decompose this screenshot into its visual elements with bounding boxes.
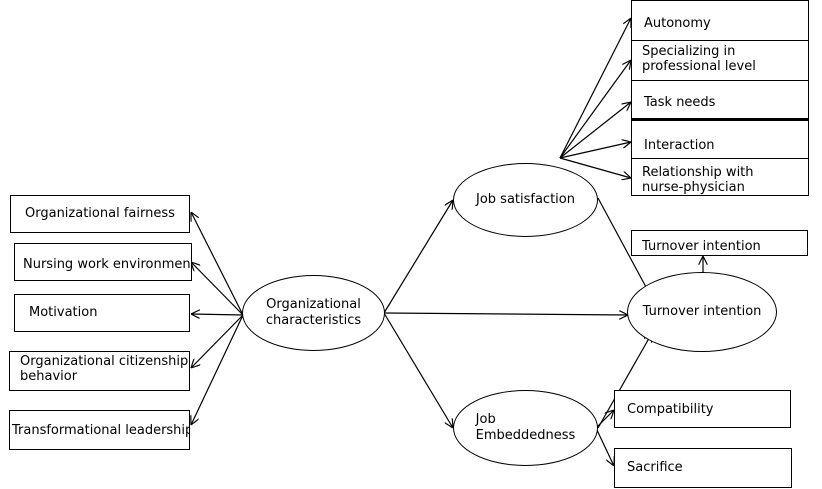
motivation-label: Motivation [29, 305, 98, 320]
edge-to-nursing-work-environment [191, 262, 244, 316]
turnover-intention-ellipse-label: Turnover intention [642, 304, 762, 319]
organizational-citizenship-behavior-label: Organizational citizenship behavior [20, 354, 189, 384]
specializing-label: Specializing in professional level [642, 44, 756, 74]
ellipse-turnover-intention: Turnover intention [627, 272, 777, 352]
sacrifice-label: Sacrifice [627, 460, 683, 475]
edge-to-transformational-leadership [191, 314, 244, 425]
box-transformational-leadership: Transformational leadership [9, 410, 190, 450]
autonomy-label: Autonomy [644, 16, 711, 31]
job-embeddedness-label: Job Embeddedness [475, 412, 576, 443]
box-motivation: Motivation [14, 294, 190, 332]
ellipse-organizational-characteristics: Organizational characteristics [242, 275, 385, 351]
edge-to-interaction [559, 142, 631, 159]
edge-to-compatibility [595, 410, 614, 429]
edge-to-relationship [559, 157, 631, 178]
box-turnover-intention: Turnover intention [631, 230, 808, 256]
edge-to-autonomy [559, 18, 631, 159]
edge-orgchar-to-turnover [383, 313, 628, 315]
box-interaction: Interaction [631, 118, 809, 160]
relationship-label: Relationship with nurse-physician [642, 165, 754, 195]
organizational-characteristics-label: Organizational characteristics [265, 297, 362, 328]
box-nursing-work-environment: Nursing work environment [14, 243, 192, 281]
edge-to-organizational-citizenship-behavior [191, 314, 244, 368]
edge-to-sacrifice [595, 427, 614, 466]
box-specializing: Specializing in professional level [631, 40, 809, 81]
task-needs-label: Task needs [644, 95, 716, 110]
box-autonomy: Autonomy [631, 0, 809, 42]
box-sacrifice: Sacrifice [614, 448, 792, 488]
edge-to-motivation [191, 314, 244, 315]
edge-orgchar-to-job-embeddedness [383, 312, 453, 428]
job-satisfaction-label: Job satisfaction [476, 192, 575, 207]
edge-job-satisfaction-to-turnover [597, 197, 653, 300]
compatibility-label: Compatibility [627, 402, 714, 417]
box-relationship: Relationship with nurse-physician [631, 158, 809, 196]
edge-to-organizational-fairness [191, 212, 244, 316]
ellipse-job-satisfaction: Job satisfaction [453, 163, 598, 237]
box-organizational-fairness: Organizational fairness [10, 195, 190, 233]
ellipse-job-embeddedness: Job Embeddedness [453, 390, 598, 466]
transformational-leadership-label: Transformational leadership [12, 423, 190, 438]
box-task-needs: Task needs [631, 80, 809, 120]
box-organizational-citizenship-behavior: Organizational citizenship behavior [9, 351, 190, 391]
turnover-intention-box-label: Turnover intention [642, 239, 761, 254]
edge-to-task-needs [559, 102, 631, 159]
edge-orgchar-to-job-satisfaction [383, 200, 453, 314]
edge-to-specializing [559, 60, 631, 159]
nursing-work-environment-label: Nursing work environment [23, 257, 192, 272]
interaction-label: Interaction [644, 138, 715, 153]
organizational-fairness-label: Organizational fairness [25, 206, 175, 221]
box-compatibility: Compatibility [614, 390, 791, 428]
